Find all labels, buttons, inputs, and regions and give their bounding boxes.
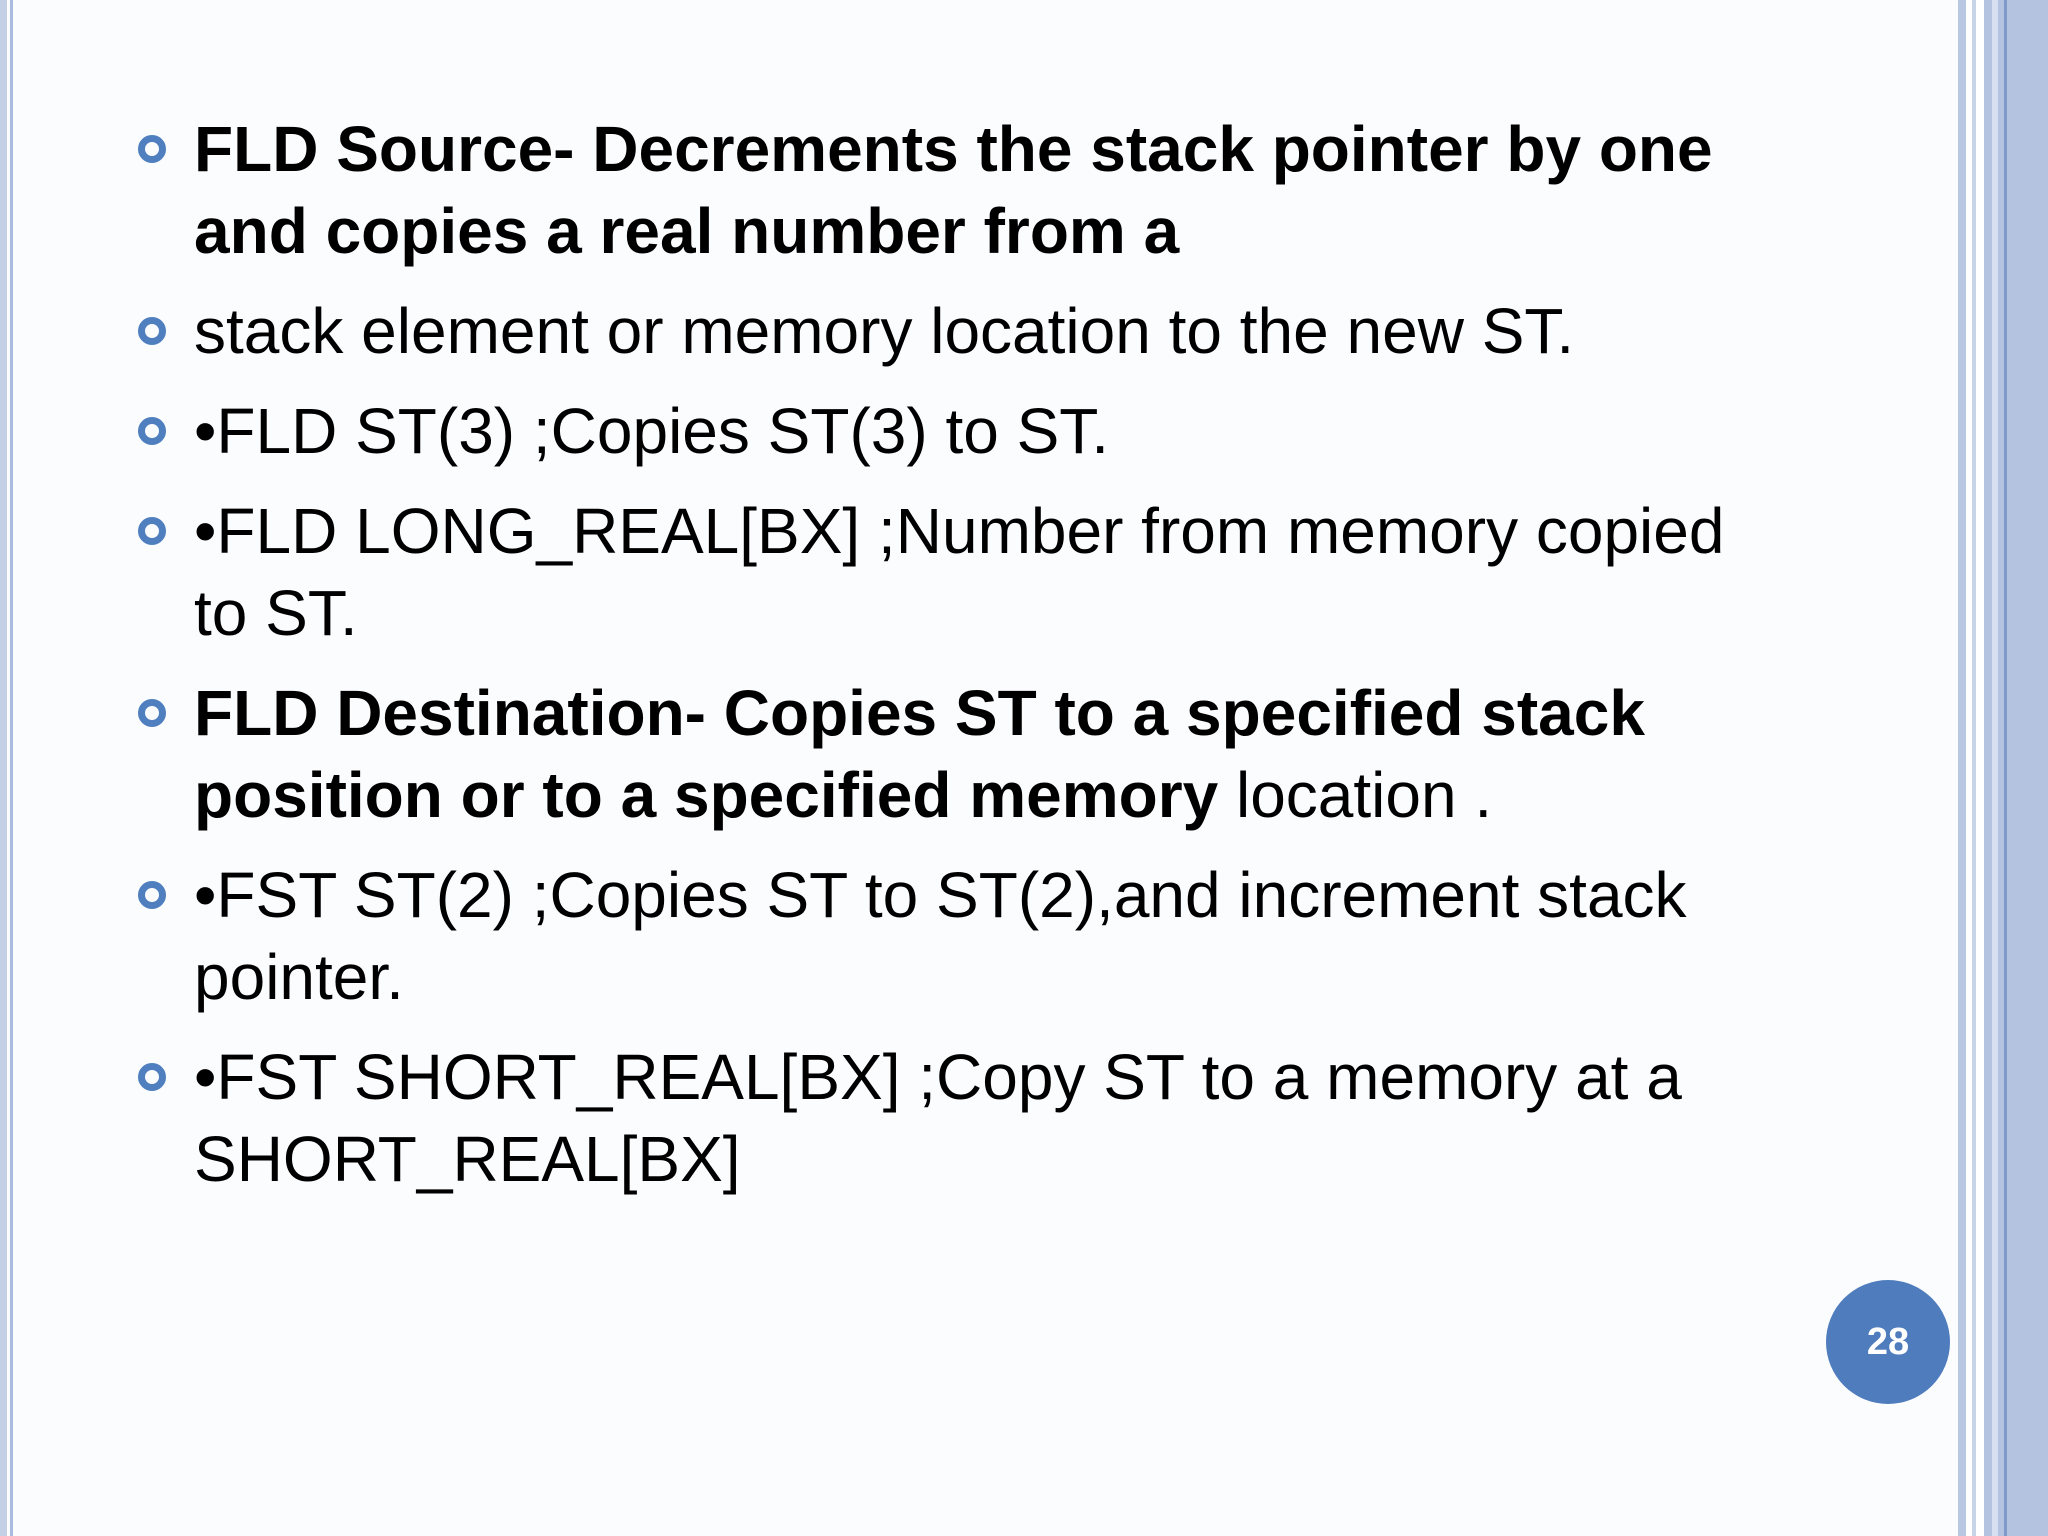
bullet-bold-text: FLD Source- Decrements the stack pointer… — [194, 113, 1713, 267]
ring-bullet-icon — [138, 317, 166, 345]
ring-bullet-icon — [138, 881, 166, 909]
ring-bullet-icon — [138, 1063, 166, 1091]
bullet-item: •FLD LONG_REAL[BX] ;Number from memory c… — [130, 490, 1770, 654]
bullet-item: •FST SHORT_REAL[BX] ;Copy ST to a memory… — [130, 1036, 1770, 1200]
ring-bullet-icon — [138, 699, 166, 727]
ring-bullet-icon — [138, 417, 166, 445]
ring-bullet-icon — [138, 135, 166, 163]
bullet-text: location . — [1218, 759, 1493, 831]
right-frame-band-line — [2004, 0, 2007, 1536]
bullet-item: stack element or memory location to the … — [130, 290, 1770, 372]
bullet-bold-text: FLD Destination- Copies ST to a specifie… — [194, 677, 1645, 831]
page-number-badge: 28 — [1826, 1280, 1950, 1404]
bullet-text: •FLD ST(3) ;Copies ST(3) to ST. — [194, 395, 1110, 467]
bullet-text: •FLD LONG_REAL[BX] ;Number from memory c… — [194, 495, 1725, 649]
left-border-line — [0, 0, 7, 1536]
bullet-text: stack element or memory location to the … — [194, 295, 1575, 367]
bullet-item: FLD Source- Decrements the stack pointer… — [130, 108, 1770, 272]
bullet-list: FLD Source- Decrements the stack pointer… — [130, 108, 1770, 1218]
bullet-text: •FST SHORT_REAL[BX] ;Copy ST to a memory… — [194, 1041, 1682, 1195]
ring-bullet-icon — [138, 517, 166, 545]
left-border-line-inner — [10, 0, 13, 1536]
bullet-item: •FLD ST(3) ;Copies ST(3) to ST. — [130, 390, 1770, 472]
right-frame-band-highlight — [1992, 0, 1998, 1536]
right-frame-line — [1958, 0, 1966, 1536]
bullet-item: •FST ST(2) ;Copies ST to ST(2),and incre… — [130, 854, 1770, 1018]
bullet-text: •FST ST(2) ;Copies ST to ST(2),and incre… — [194, 859, 1687, 1013]
right-frame-line-thin — [1972, 0, 1976, 1536]
bullet-item: FLD Destination- Copies ST to a specifie… — [130, 672, 1770, 836]
